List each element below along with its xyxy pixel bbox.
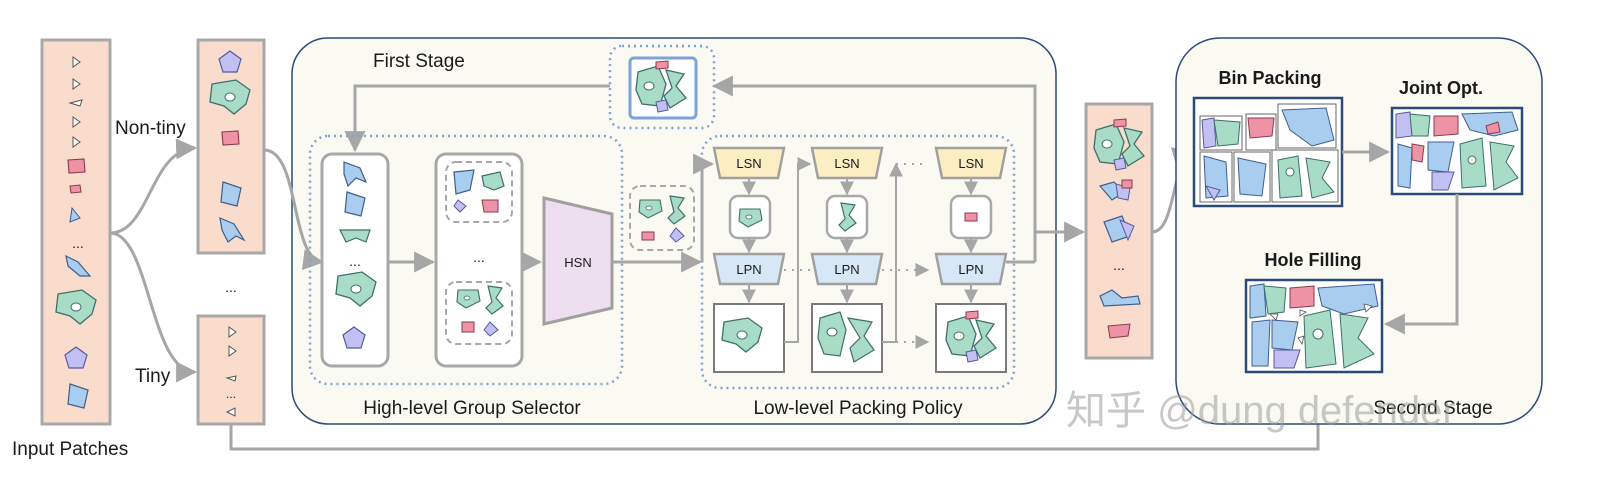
selected-patch-3-shape	[964, 212, 978, 222]
lsn-block-3	[934, 146, 1008, 180]
feedback-arrow-right	[711, 75, 1037, 262]
arrow-state-1-to-lsn-2	[784, 157, 812, 343]
second-stage-title: Second Stage	[1373, 398, 1492, 419]
arrow-to-lsn-1	[693, 153, 715, 262]
hole-filling-shapes	[1249, 283, 1379, 369]
input-patches-label: Input Patches	[12, 439, 128, 460]
groups-ellipsis: ...	[473, 249, 485, 265]
non-tiny-label: Non-tiny	[115, 118, 186, 139]
watermark: 知乎 @dung defender	[1066, 389, 1456, 433]
hsn-label: HSN	[564, 255, 591, 270]
joint-opt-title: Joint Opt.	[1399, 78, 1483, 98]
input-patch-shapes	[55, 56, 97, 409]
packing-state-2-shapes	[817, 311, 875, 363]
bin-packing-title: Bin Packing	[1218, 68, 1321, 88]
selected-group-shapes	[638, 195, 686, 243]
output-ellipsis: ...	[1113, 257, 1125, 273]
lpn-label-1: LPN	[736, 262, 761, 277]
arrow-to-tiny	[109, 231, 198, 383]
lpn-label-3: LPN	[958, 262, 983, 277]
hole-filling-title: Hole Filling	[1265, 250, 1362, 270]
lsn-block-1	[712, 146, 786, 180]
first-stage-title: First Stage	[373, 51, 465, 72]
candidate-patches-box	[320, 152, 390, 368]
group-1-shapes	[453, 169, 505, 213]
high-level-label: High-level Group Selector	[363, 398, 581, 419]
middle-ellipsis: ...	[225, 279, 237, 295]
candidate-patch-shapes	[335, 161, 377, 349]
input-ellipsis: ...	[72, 235, 84, 251]
high-level-group-selector-box	[308, 134, 624, 386]
selected-group	[629, 185, 695, 251]
tiny-shapes	[225, 326, 237, 417]
low-level-label: Low-level Packing Policy	[753, 398, 963, 419]
lpn-label-2: LPN	[834, 262, 859, 277]
lpn-block-3	[934, 252, 1008, 286]
arrow-to-hole-filling	[1383, 194, 1459, 335]
lsn-label-1: LSN	[736, 156, 761, 171]
arrow-into-first-stage	[263, 148, 325, 271]
lpn-block-2	[810, 252, 884, 286]
tiny-label: Tiny	[135, 366, 171, 387]
joint-opt-shapes	[1395, 111, 1519, 191]
lsn-label-3: LSN	[958, 156, 983, 171]
tiny-ellipsis: ...	[226, 387, 236, 401]
output-shapes	[1098, 179, 1141, 339]
hsn-block	[542, 196, 614, 326]
bin-packing-shapes	[1199, 103, 1339, 203]
non-tiny-column	[196, 38, 266, 255]
candidate-ellipsis: ...	[349, 253, 361, 269]
lsn-label-2: LSN	[834, 156, 859, 171]
group-2	[445, 281, 513, 345]
feedback-arrow-left	[344, 84, 610, 153]
group-2-shapes	[456, 285, 504, 337]
non-tiny-shapes	[209, 50, 251, 243]
lpn-block-1	[712, 252, 786, 286]
lsn-block-2	[810, 146, 884, 180]
arrow-to-non-tiny	[109, 138, 198, 235]
